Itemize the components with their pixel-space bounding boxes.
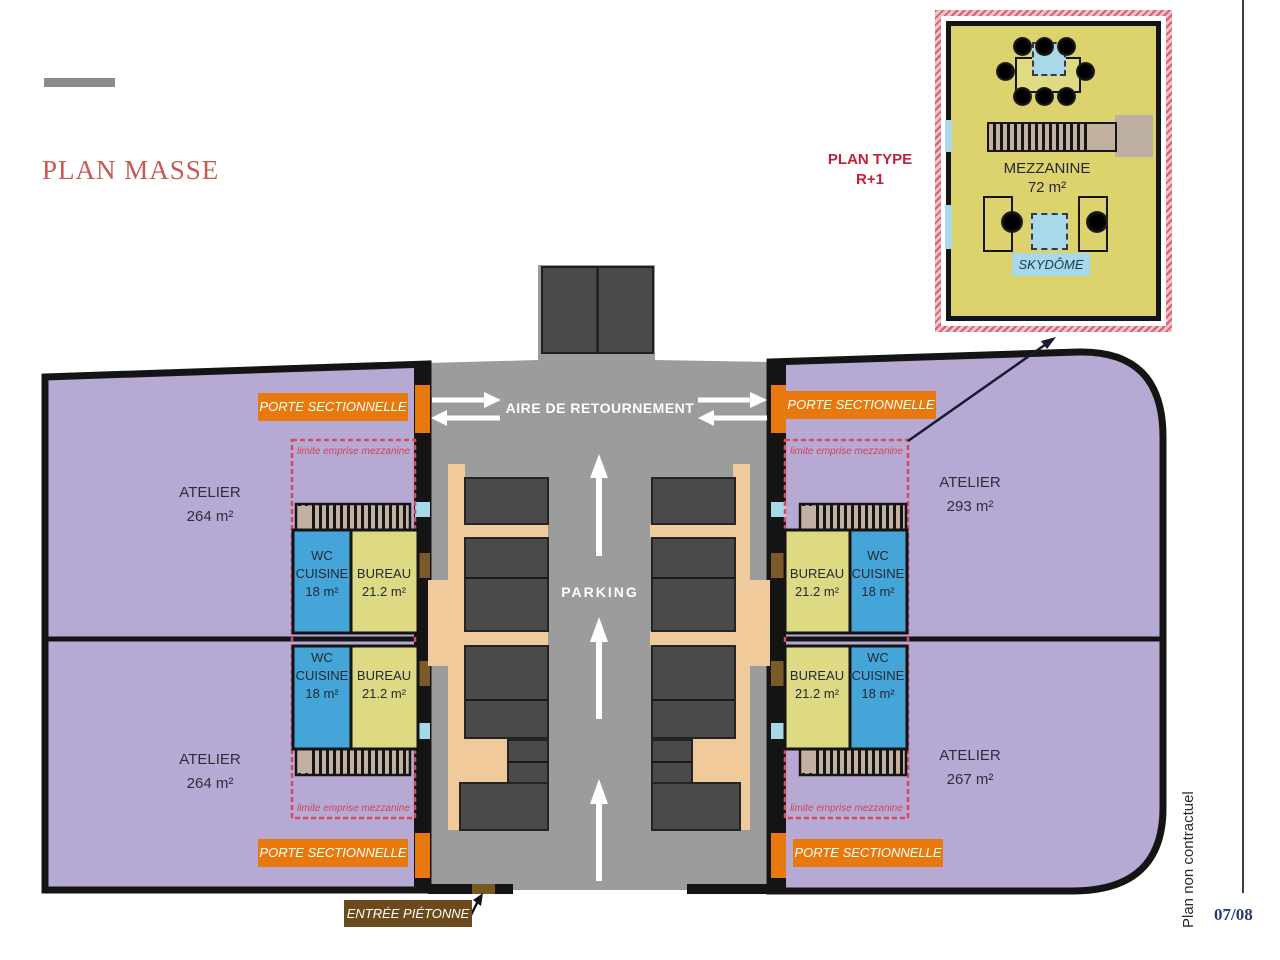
bureau-label-top-right: BUREAU 21.2 m² [783,565,851,601]
mezzanine-name: MEZZANINE [1003,160,1091,177]
entree-pietonne-label: ENTRÉE PIÉTONNE [344,900,472,927]
entrance-bays [541,266,654,354]
mezzanine-inset: MEZZANINE 72 m² SKYDÔME [935,10,1172,332]
wc-line2: CUISINE [295,565,349,581]
bureau-area: 21.2 m² [794,583,840,599]
office-chair-icon [1001,211,1023,233]
bureau-label-top-left: BUREAU 21.2 m² [350,565,418,601]
bureau-name: BUREAU [789,668,845,683]
chair-icon [1013,37,1032,56]
mezzanine-area: 72 m² [1027,179,1067,196]
porte-sectionnelle-top-left: PORTE SECTIONNELLE [258,393,408,421]
bureau-label-bottom-right: BUREAU 21.2 m² [783,667,851,703]
stairs [294,502,908,777]
chair-icon [1057,87,1076,106]
wc-area: 18 m² [861,685,895,701]
window-icon [945,120,952,152]
wc-line1: WC [311,548,333,563]
chair-icon [1076,62,1095,81]
chair-icon [1013,87,1032,106]
wc-line1: WC [311,650,333,665]
atelier-name: ATELIER [179,484,241,501]
stair-landing [1115,115,1153,157]
bureau-name: BUREAU [789,566,845,581]
bureau-area: 21.2 m² [794,685,840,701]
wc-area: 18 m² [305,685,339,701]
wc-label-bottom-left: WC CUISINE 18 m² [292,649,352,703]
porte-sectionnelle-bottom-right: PORTE SECTIONNELLE [793,839,943,867]
bureau-area: 21.2 m² [361,583,407,599]
wc-label-top-right: WC CUISINE 18 m² [847,547,909,601]
bureau-name: BUREAU [356,668,412,683]
parking-label: PARKING [561,584,639,600]
window-icon [945,205,952,249]
courtyard-bottom-wall [428,884,770,894]
wc-line1: WC [867,650,889,665]
limite-label-top-left: limite emprise mezzanine [297,446,410,457]
atelier-area: 264 m² [186,775,234,792]
wc-area: 18 m² [305,583,339,599]
wc-line2: CUISINE [295,667,349,683]
wc-label-bottom-right: WC CUISINE 18 m² [847,649,909,703]
spot-dividers [465,577,735,763]
limite-label-bottom-right: limite emprise mezzanine [790,803,903,814]
office-chair-icon [1086,211,1108,233]
limite-label-top-right: limite emprise mezzanine [790,446,903,457]
wc-label-top-left: WC CUISINE 18 m² [292,547,352,601]
chair-icon [1035,87,1054,106]
stairs-icon [987,122,1093,152]
right-building-inner-wall [769,362,786,891]
traffic-arrows [431,392,767,881]
atelier-area: 267 m² [946,771,994,788]
aire-de-retournement-label: AIRE DE RETOURNEMENT [505,400,695,416]
chair-icon [1035,37,1054,56]
bureau-label-bottom-left: BUREAU 21.2 m² [350,667,418,703]
page-number: 07/08 [1214,905,1253,924]
stairs-run [1091,122,1117,152]
atelier-label-bottom-right: ATELIER 267 m² [905,744,1035,792]
wc-line2: CUISINE [851,565,905,581]
left-building-inner-wall [414,363,431,890]
plan-type-line2: R+1 [856,170,884,188]
limite-label-bottom-left: limite emprise mezzanine [297,803,410,814]
atelier-name: ATELIER [179,751,241,768]
atelier-name: ATELIER [939,747,1001,764]
wc-area: 18 m² [861,583,895,599]
atelier-label-top-right: ATELIER 293 m² [905,471,1035,519]
porte-sectionnelle-top-right: PORTE SECTIONNELLE [786,391,936,419]
inset-pointer-arrow [907,337,1056,443]
skydome-label: SKYDÔME [1012,253,1090,276]
atelier-area: 293 m² [946,498,994,515]
plan-type-caption: PLAN TYPE R+1 [820,150,920,189]
wc-line1: WC [867,548,889,563]
skylight-opening [1031,213,1068,250]
atelier-name: ATELIER [939,474,1001,491]
page-title: PLAN MASSE [42,155,220,185]
walkways [428,464,770,830]
atelier-label-top-left: ATELIER 264 m² [145,481,275,529]
atelier-label-bottom-left: ATELIER 264 m² [145,748,275,796]
core-rooms [291,528,909,751]
header-bar [44,78,115,87]
chair-icon [1057,37,1076,56]
porte-sectionnelle-bottom-left: PORTE SECTIONNELLE [258,839,408,867]
atelier-area: 264 m² [186,508,234,525]
plan-type-line1: PLAN TYPE [827,151,913,168]
chair-icon [996,62,1015,81]
wc-line2: CUISINE [851,667,905,683]
bureau-name: BUREAU [356,566,412,581]
right-rule [1242,0,1244,893]
bureau-area: 21.2 m² [361,685,407,701]
disclaimer-text: Plan non contractuel [1180,791,1197,928]
